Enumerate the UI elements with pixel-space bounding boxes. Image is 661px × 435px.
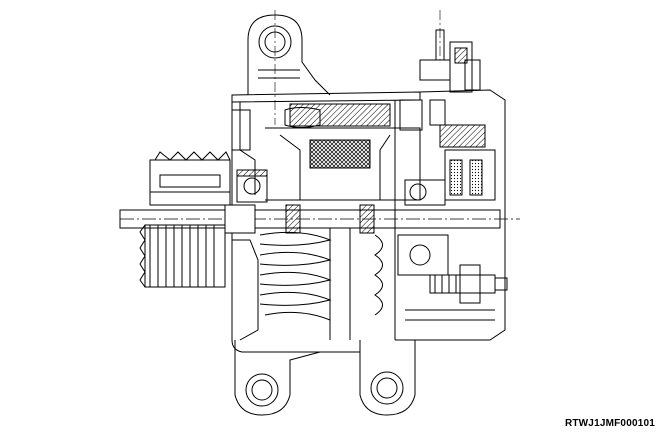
stator-core bbox=[265, 104, 420, 200]
terminal-connector bbox=[420, 30, 480, 92]
bottom-mounting-ear-right bbox=[360, 340, 415, 415]
rotor-shaft bbox=[120, 205, 500, 233]
figure-reference-code: RTWJ1JMF000101 bbox=[564, 418, 655, 429]
front-housing bbox=[232, 92, 420, 352]
front-bearing bbox=[237, 170, 267, 202]
cooling-fan bbox=[260, 228, 383, 340]
pulley bbox=[140, 152, 230, 287]
housing-fasteners bbox=[400, 100, 495, 320]
brush-holder bbox=[430, 100, 495, 200]
b-terminal-bolt bbox=[430, 265, 507, 303]
bottom-mounting-ear-left bbox=[235, 340, 320, 415]
top-mounting-ear bbox=[248, 15, 330, 95]
